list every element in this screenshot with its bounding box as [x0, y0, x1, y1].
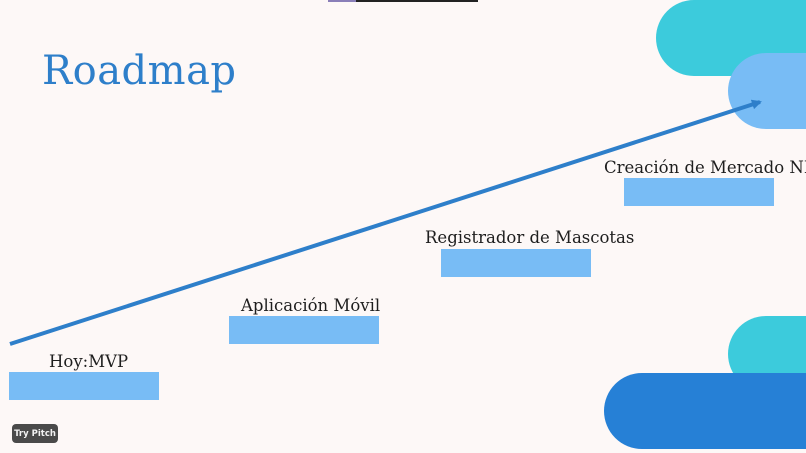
decor-pill-blue-top [728, 53, 806, 129]
milestone-label-mvp: Hoy:MVP [49, 352, 129, 371]
try-pitch-button[interactable]: Try Pitch [12, 424, 58, 443]
milestone-label-registrador: Registrador de Mascotas [425, 228, 635, 247]
milestone-bar-app [229, 316, 379, 344]
slide-title: Roadmap [42, 48, 237, 94]
milestone-label-nft: Creación de Mercado NFT [604, 158, 806, 177]
decor-pill-blue-bottom [604, 373, 806, 449]
top-strip [328, 0, 478, 2]
milestone-bar-registrador [441, 249, 591, 277]
milestone-bar-mvp [9, 372, 159, 400]
milestone-bar-nft [624, 178, 774, 206]
milestone-label-app: Aplicación Móvil [241, 296, 381, 315]
